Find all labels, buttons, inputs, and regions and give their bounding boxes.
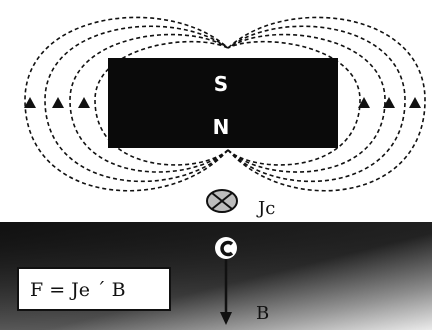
arrow-up-icon: [78, 97, 90, 108]
current-label: Jc: [256, 198, 275, 219]
magnet-pole-south: S: [214, 72, 228, 96]
field-line-left-mid: [44, 25, 229, 183]
field-line-left-inner: [69, 33, 229, 173]
field-line-right-innermost: [227, 40, 361, 166]
arrow-up-icon: [409, 97, 421, 108]
magnet-body: [108, 58, 338, 148]
field-lines-left: [24, 16, 229, 192]
field-lines-right: [227, 16, 426, 192]
field-arrows: [24, 97, 421, 108]
field-line-left-outer: [24, 16, 229, 192]
field-line-right-inner: [227, 33, 386, 173]
field-label: B: [256, 303, 269, 324]
formula-text: F = Je ´ B: [30, 279, 126, 301]
arrow-up-icon: [24, 97, 36, 108]
field-line-left-innermost: [94, 40, 229, 166]
field-line-right-mid: [227, 25, 406, 183]
arrow-up-icon: [383, 97, 395, 108]
arrow-up-icon: [358, 97, 370, 108]
arrow-up-icon: [52, 97, 64, 108]
field-line-right-outer: [227, 16, 426, 192]
current-into-page-icon: [206, 189, 238, 213]
eddy-current-icon: [215, 237, 237, 259]
magnet-pole-north: N: [213, 115, 230, 139]
field-arrow-down-icon: [220, 259, 232, 325]
formula-box: [17, 267, 171, 311]
